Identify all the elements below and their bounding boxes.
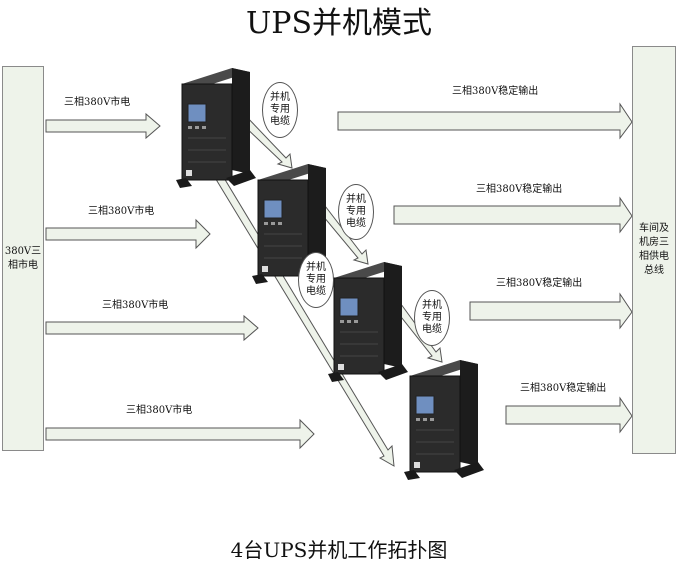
input-label-2: 三相380V市电 (88, 206, 155, 217)
cable-bubble-2-line-1: 并机 (346, 194, 366, 205)
ups-unit-4 (403, 359, 485, 481)
output-supply-bus: 车间及 机房三 相供电 总线 (632, 46, 676, 454)
output-bus-line-2: 机房三 (639, 237, 669, 248)
output-bus-line-1: 车间及 (639, 223, 669, 234)
ups-unit-1 (175, 67, 257, 189)
input-label-3: 三相380V市电 (102, 300, 169, 311)
input-label-1: 三相380V市电 (64, 97, 131, 108)
cable-bubble-2-line-2: 专用 (346, 206, 366, 217)
mains-bus-line-1: 380V三 (4, 245, 42, 257)
output-arrow-1 (337, 102, 633, 140)
input-arrow-2 (45, 218, 211, 250)
input-arrow-1 (45, 112, 161, 140)
input-label-4: 三相380V市电 (126, 405, 193, 416)
output-label-4: 三相380V稳定输出 (520, 383, 607, 394)
output-arrow-3 (469, 292, 633, 330)
mains-input-bus: 380V三 相市电 (2, 66, 44, 451)
diagram-caption: 4台UPS并机工作拓扑图 (230, 538, 448, 562)
cable-bubble-3-line-1: 并机 (306, 262, 326, 273)
cable-bubble-4-line-1: 并机 (422, 300, 442, 311)
cable-bubble-1-line-3: 电缆 (270, 116, 290, 127)
cable-bubble-3-line-2: 专用 (306, 274, 326, 285)
cable-bubble-3-line-3: 电缆 (306, 286, 326, 297)
output-arrow-4 (505, 396, 633, 434)
input-arrow-3 (45, 314, 259, 342)
cable-bubble-1-line-2: 专用 (270, 104, 290, 115)
output-arrow-2 (393, 196, 633, 234)
cable-bubble-2-line-3: 电缆 (346, 218, 366, 229)
cable-bubble-1: 并机 专用 电缆 (262, 82, 298, 138)
output-bus-line-4: 总线 (644, 265, 664, 276)
cable-bubble-4-line-3: 电缆 (422, 324, 442, 335)
output-label-3: 三相380V稳定输出 (496, 278, 583, 289)
cable-bubble-4: 并机 专用 电缆 (414, 290, 450, 346)
mains-bus-line-2: 相市电 (8, 259, 38, 271)
ups-unit-3 (327, 261, 409, 383)
cable-bubble-1-line-1: 并机 (270, 92, 290, 103)
output-label-2: 三相380V稳定输出 (476, 184, 563, 195)
cable-bubble-2: 并机 专用 电缆 (338, 184, 374, 240)
cable-bubble-4-line-2: 专用 (422, 312, 442, 323)
cable-bubble-3: 并机 专用 电缆 (298, 252, 334, 308)
parallel-cable-2-3 (315, 201, 369, 265)
output-bus-line-3: 相供电 (639, 251, 669, 262)
input-arrow-4 (45, 418, 315, 450)
parallel-cable-1-2 (237, 113, 293, 169)
output-label-1: 三相380V稳定输出 (452, 86, 539, 97)
diagram-title: UPS并机模式 (245, 6, 433, 41)
